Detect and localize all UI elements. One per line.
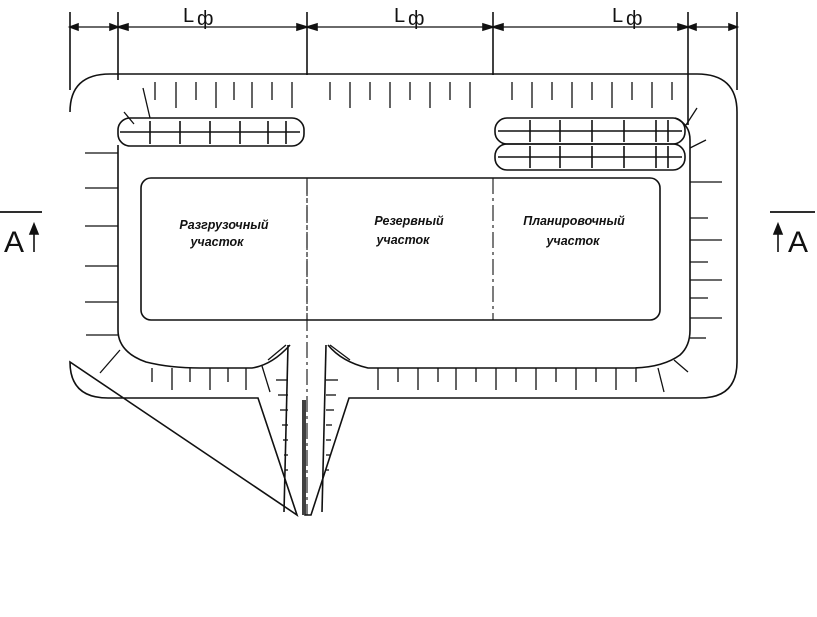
section-marker-left: [0, 211, 42, 252]
dimension-chain: [67, 12, 740, 125]
zone-reserve-line1: Резервный: [374, 214, 444, 228]
zone-planning-line1: Планировочный: [523, 214, 625, 228]
dimension-subscript-3: ф: [626, 8, 642, 30]
zone-reserve-line2: участок: [375, 233, 430, 247]
section-letter-left: A: [4, 226, 24, 259]
stack-right-upper: [494, 117, 686, 145]
working-area: [140, 177, 661, 321]
dimension-label-3: L: [612, 5, 623, 27]
section-marker-right: [770, 211, 815, 252]
slope-hatching: [85, 82, 722, 471]
inner-boundary: [117, 117, 691, 369]
zone-unloading-line2: участок: [189, 235, 244, 249]
stack-left: [117, 117, 305, 147]
dimension-label-2: L: [394, 5, 405, 27]
outer-boundary: [69, 73, 738, 517]
section-letter-right: A: [788, 226, 808, 259]
stack-right-lower: [494, 143, 686, 171]
zone-planning-line2: участок: [545, 234, 600, 248]
dimension-subscript-2: ф: [408, 8, 424, 30]
dimension-label-1: L: [183, 5, 194, 27]
zone-unloading-line1: Разгрузочный: [179, 218, 268, 232]
dimension-subscript-1: ф: [197, 8, 213, 30]
